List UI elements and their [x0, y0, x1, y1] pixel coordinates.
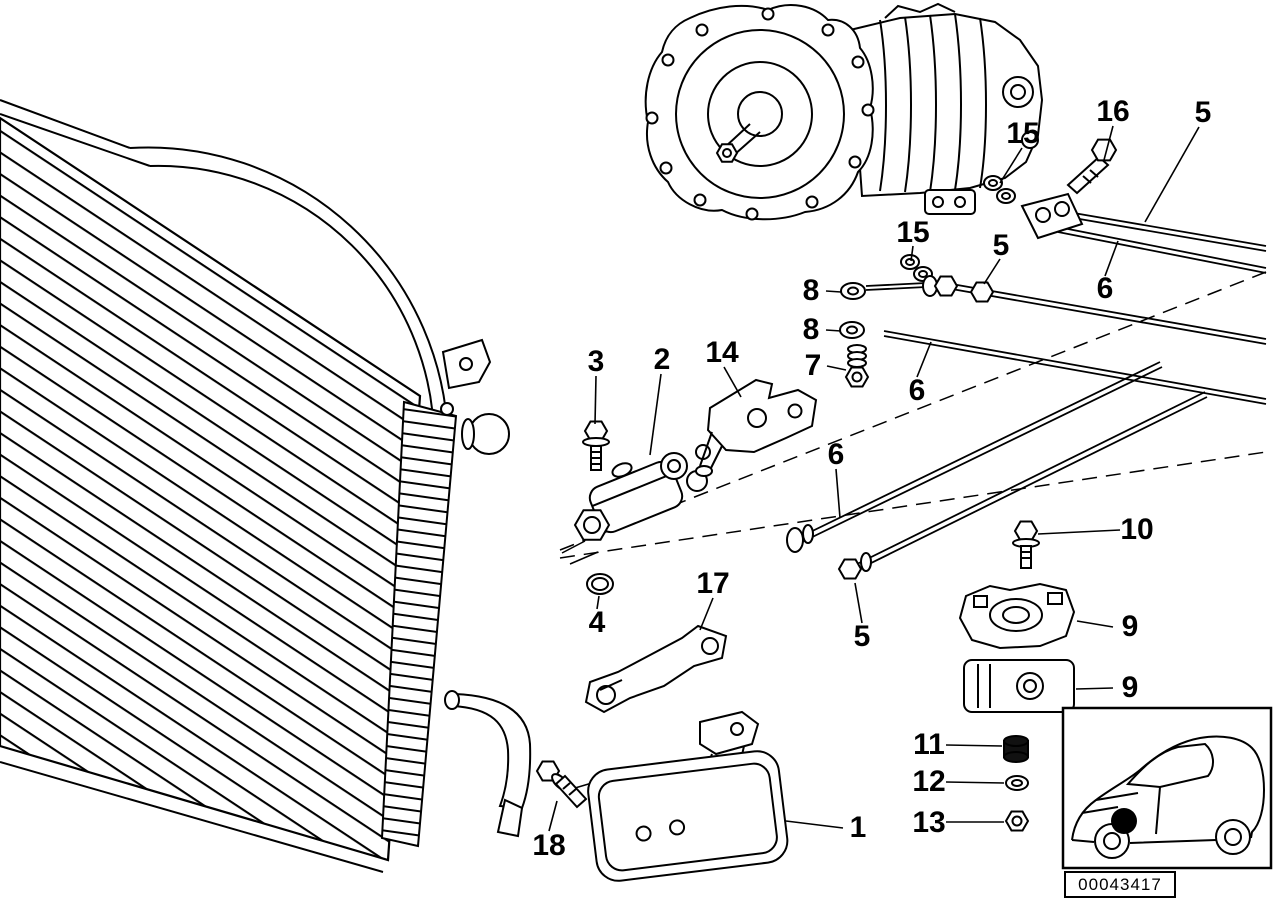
- spring-nut-7-icon: [844, 344, 870, 388]
- radiator-tank: [380, 400, 458, 848]
- callout-9-upper[interactable]: 9: [1121, 610, 1139, 643]
- car-location-inset: [1061, 706, 1273, 870]
- callout-9-lower[interactable]: 9: [1121, 671, 1139, 704]
- fan-shroud-arc-outer: [129, 146, 449, 441]
- callout-11[interactable]: 11: [913, 728, 945, 761]
- banjo-fitting-icon: [922, 275, 959, 297]
- grommet-11-icon: [1003, 735, 1029, 763]
- callout-16[interactable]: 16: [1096, 95, 1130, 128]
- radiator-core: [0, 116, 422, 862]
- washer-8-upper-icon: [840, 282, 866, 300]
- callout-10[interactable]: 10: [1120, 513, 1154, 546]
- bolt-10-icon: [1012, 520, 1040, 569]
- bolt-18-icon: [535, 760, 588, 809]
- washer-12-icon: [1005, 775, 1029, 791]
- callout-15-top[interactable]: 15: [1006, 117, 1040, 150]
- washer-8-lower-icon: [839, 321, 865, 339]
- pipe-bracket: [1020, 192, 1084, 240]
- pipe-ferrule-icon: [786, 524, 814, 553]
- callout-3[interactable]: 3: [587, 345, 605, 378]
- bracket-14: [695, 378, 818, 477]
- car-rear-wheel: [1215, 819, 1251, 855]
- washer-15-top-icon: [983, 175, 1016, 204]
- thermostat-housing: [561, 420, 711, 595]
- bracket-17: [584, 624, 728, 714]
- callout-5-mid[interactable]: 5: [992, 229, 1010, 262]
- callout-13[interactable]: 13: [912, 806, 946, 839]
- bolt-3-icon: [582, 420, 610, 471]
- callout-2[interactable]: 2: [653, 343, 671, 376]
- fitting-5-lower-icon: [837, 552, 872, 580]
- callout-15-mid[interactable]: 15: [896, 216, 930, 249]
- radiator: [0, 99, 532, 873]
- callout-5-top[interactable]: 5: [1194, 96, 1212, 129]
- callout-1[interactable]: 1: [849, 811, 867, 844]
- bolt-16-icon: [1066, 138, 1118, 195]
- callout-18[interactable]: 18: [532, 829, 566, 862]
- washer-15-mid-icon: [900, 254, 933, 282]
- callout-6-mid[interactable]: 6: [908, 374, 926, 407]
- callout-4[interactable]: 4: [588, 606, 606, 639]
- leader-lines: [548, 125, 1200, 832]
- nut-13-icon: [1004, 810, 1030, 832]
- part-number: 00043417: [1064, 871, 1176, 898]
- mount-bracket-lower: [963, 659, 1075, 713]
- callout-8-lower[interactable]: 8: [802, 313, 820, 346]
- callout-12[interactable]: 12: [912, 765, 946, 798]
- mount-bracket-upper: [958, 582, 1076, 650]
- transmission: [644, 2, 1044, 221]
- callout-14[interactable]: 14: [705, 336, 739, 369]
- callout-6-right[interactable]: 6: [1096, 272, 1114, 305]
- o-ring-4-icon: [586, 573, 614, 595]
- callout-6-lower[interactable]: 6: [827, 438, 845, 471]
- lower-hose: [450, 692, 532, 810]
- oil-pipes: [559, 210, 1267, 789]
- cooler-bracket: [699, 710, 760, 756]
- location-dot: [1111, 808, 1137, 834]
- oil-cooler: [535, 710, 789, 882]
- callout-5-lower[interactable]: 5: [853, 620, 871, 653]
- callout-8-upper[interactable]: 8: [802, 274, 820, 307]
- transmission-mounts: [958, 520, 1076, 832]
- car-window: [1125, 742, 1214, 789]
- fan-shroud-arc-inner: [149, 164, 436, 447]
- callout-7[interactable]: 7: [804, 349, 822, 382]
- fitting-5-mid-icon: [969, 281, 995, 303]
- callout-17[interactable]: 17: [696, 567, 730, 600]
